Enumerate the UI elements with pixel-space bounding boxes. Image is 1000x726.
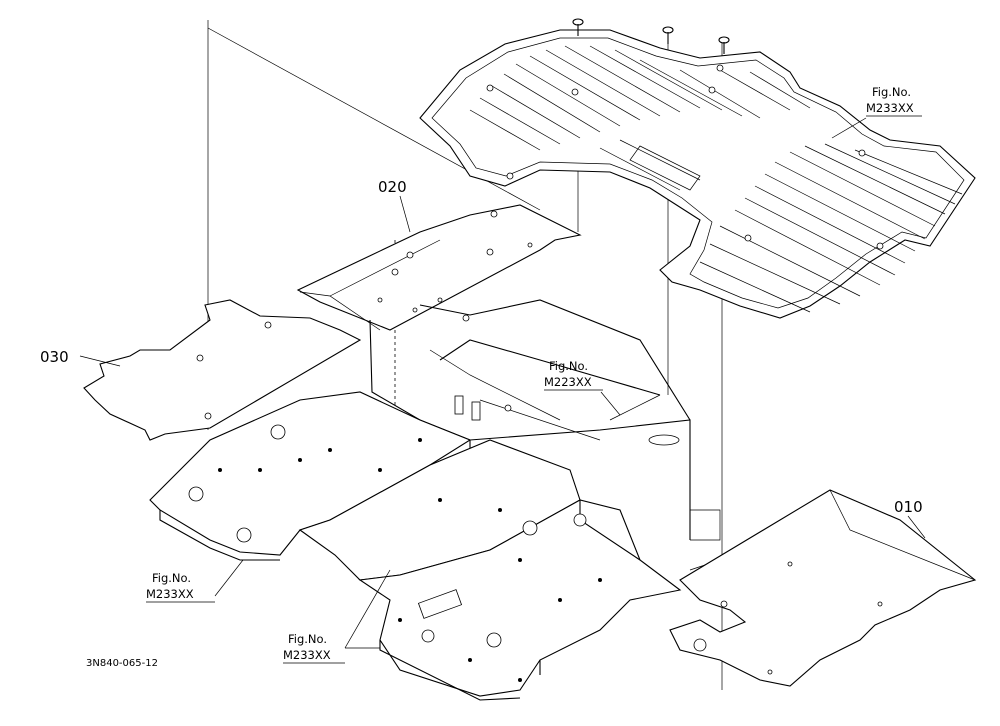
plate-010: [669, 489, 977, 687]
plate-030: [83, 299, 362, 441]
drawing-code: 3N840-065-12: [86, 658, 158, 669]
fig-ref-front-panel: Fig.No. M233XX: [283, 632, 345, 664]
bolt-3: [718, 36, 730, 54]
plate-020: [296, 204, 582, 331]
fig-ref-line1: Fig.No.: [288, 632, 327, 646]
fig-ref-line1: Fig.No.: [549, 359, 588, 373]
part-number-010: 010: [894, 498, 923, 516]
part-number-030: 030: [40, 348, 69, 366]
floor-panel-assembly: [149, 391, 682, 701]
mounting-bolts: [572, 18, 730, 54]
bolt-2: [662, 26, 674, 44]
fig-ref-left-panel: Fig.No. M233XX: [146, 571, 215, 603]
fig-ref-line2: M223XX: [544, 375, 592, 389]
fig-ref-frame: Fig.No. M223XX: [544, 359, 603, 391]
mat-ribs-right: [699, 143, 963, 313]
fig-ref-line1: Fig.No.: [872, 85, 911, 99]
mat-holes: [486, 64, 884, 250]
callout-lines: [79, 117, 926, 649]
fig-ref-line2: M233XX: [283, 648, 331, 662]
fig-ref-line1: Fig.No.: [152, 571, 191, 585]
fig-ref-floor-mat: Fig.No. M233XX: [866, 85, 922, 117]
floor-mat: [419, 29, 976, 319]
fig-ref-line2: M233XX: [146, 587, 194, 601]
fig-ref-line2: M233XX: [866, 101, 914, 115]
mat-ribs: [469, 45, 811, 191]
bolt-1: [572, 18, 584, 36]
part-number-020: 020: [378, 178, 407, 196]
